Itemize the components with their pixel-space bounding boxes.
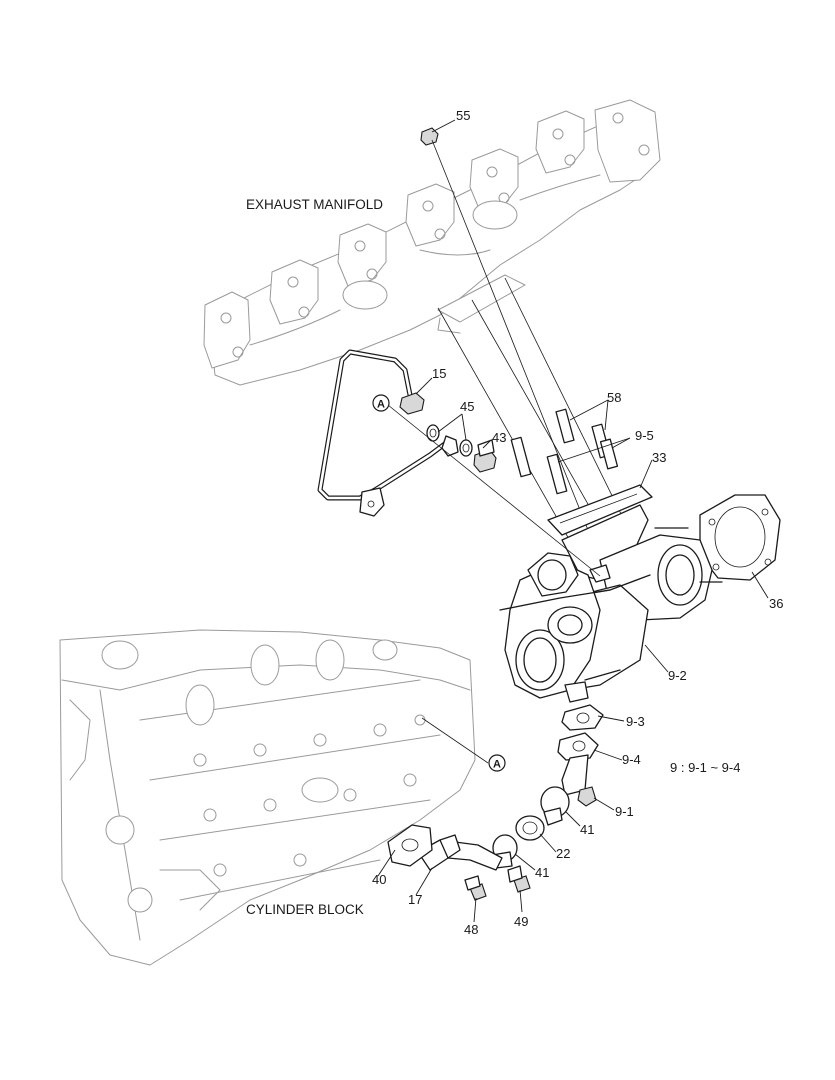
gasket-33 — [547, 484, 653, 536]
callout-43: 43 — [492, 430, 506, 445]
legend-note: 9 : 9-1 ~ 9-4 — [670, 760, 740, 775]
callout-40: 40 — [372, 872, 386, 887]
reference-marker-a-top: A — [372, 394, 390, 412]
callout-9-5: 9-5 — [635, 428, 654, 443]
bolt-49 — [507, 865, 531, 893]
gasket-9-3 — [561, 704, 604, 731]
callout-9-1: 9-1 — [615, 804, 634, 819]
leader-lines — [377, 119, 769, 923]
cylinder-block-drawing — [59, 629, 476, 966]
callout-36: 36 — [769, 596, 783, 611]
callout-17: 17 — [408, 892, 422, 907]
oil-return-pipe-17 — [417, 834, 503, 871]
gasket-40 — [387, 824, 433, 867]
bolt-48 — [464, 875, 487, 901]
caption-cylinder-block: CYLINDER BLOCK — [246, 902, 364, 917]
studs-58 — [510, 408, 619, 495]
callout-9-3: 9-3 — [626, 714, 645, 729]
reference-a-top-label: A — [377, 399, 385, 411]
callout-48: 48 — [464, 922, 478, 937]
bolt-9-1 — [577, 786, 597, 807]
callout-9-4: 9-4 — [622, 752, 641, 767]
callout-49: 49 — [514, 914, 528, 929]
drain-pipe-9-4 — [557, 732, 599, 796]
exhaust-manifold-drawing — [203, 99, 661, 386]
bolt-55 — [420, 127, 625, 576]
callout-41-lower: 41 — [535, 865, 549, 880]
callout-58: 58 — [607, 390, 621, 405]
callout-41-upper: 41 — [580, 822, 594, 837]
hose-41-upper — [540, 786, 570, 826]
clamp-22 — [515, 815, 545, 841]
reference-a-bottom-label: A — [493, 759, 501, 771]
gasket-36 — [699, 494, 781, 581]
callout-22: 22 — [556, 846, 570, 861]
callout-33: 33 — [652, 450, 666, 465]
callout-55: 55 — [456, 108, 470, 123]
callout-15: 15 — [432, 366, 446, 381]
caption-exhaust-manifold: EXHAUST MANIFOLD — [246, 197, 383, 212]
oil-feed-pipe-15 — [317, 349, 453, 517]
callout-9-2: 9-2 — [668, 668, 687, 683]
callout-45: 45 — [460, 399, 474, 414]
turbocharger-9-2 — [499, 504, 723, 703]
reference-marker-a-bottom: A — [488, 754, 506, 772]
bolt-43 — [473, 439, 497, 473]
